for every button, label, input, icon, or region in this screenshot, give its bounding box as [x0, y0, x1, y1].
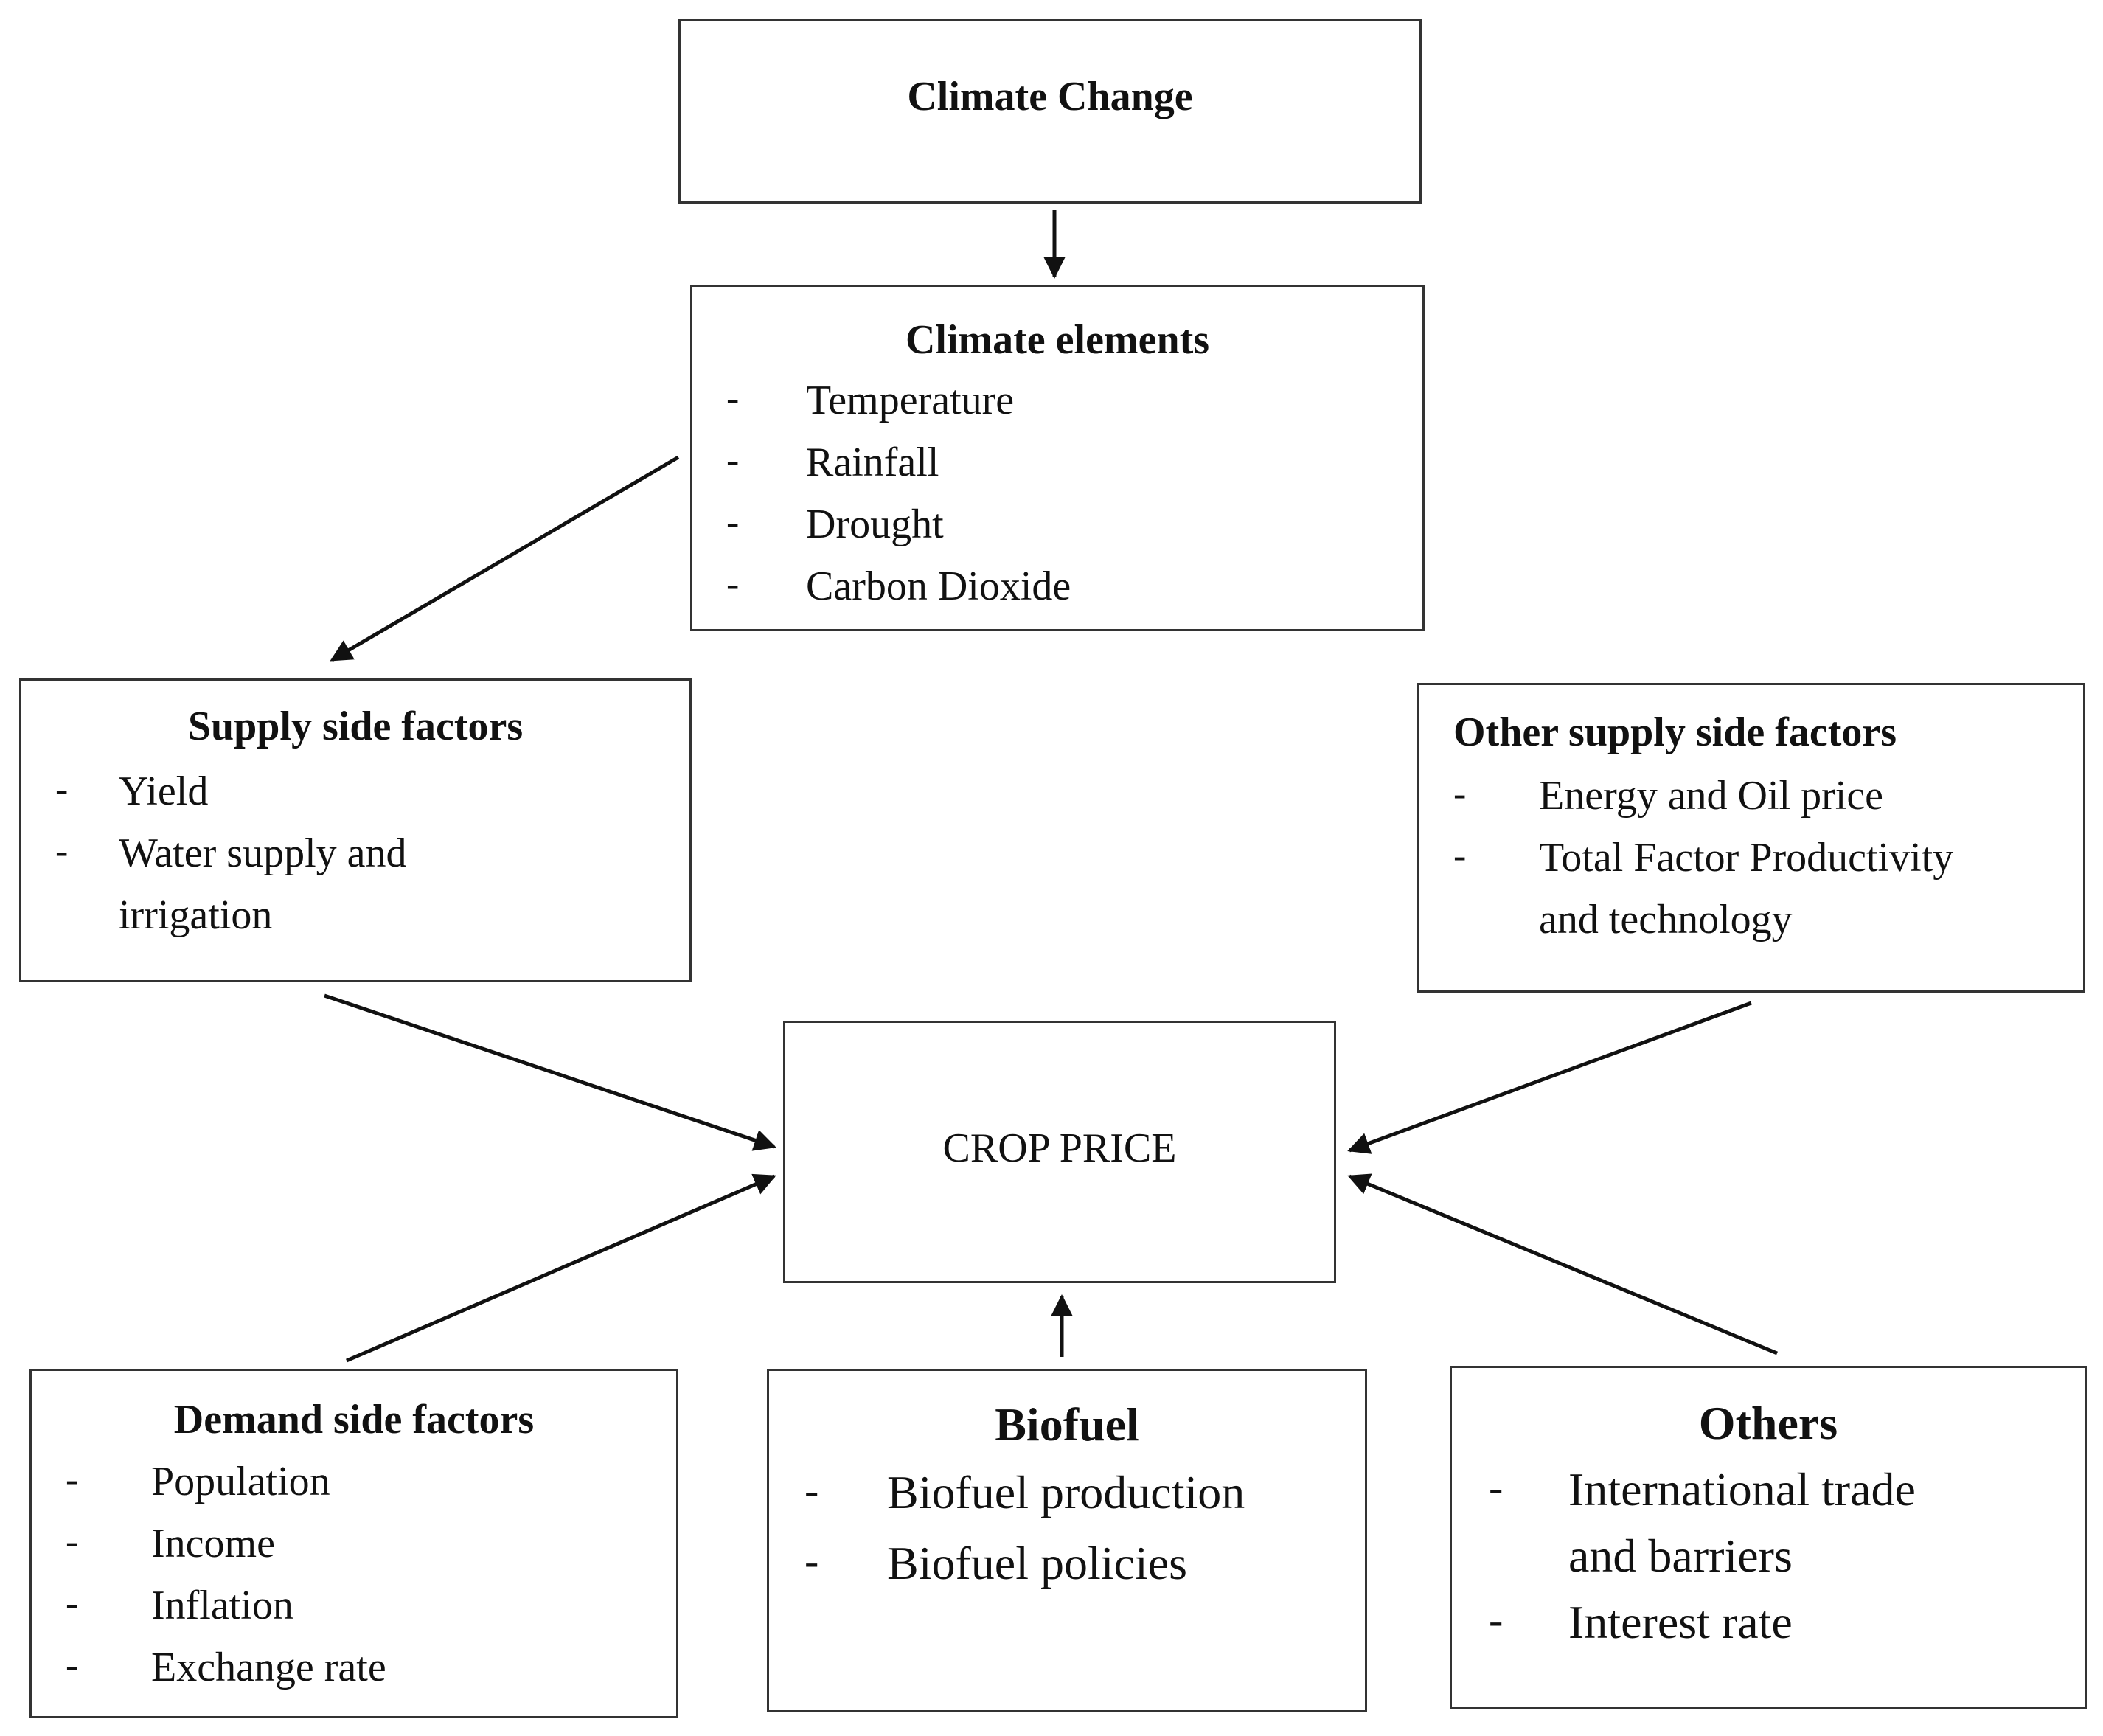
others-title: Others [1698, 1397, 1838, 1449]
climate-change-title: Climate Change [907, 74, 1193, 119]
other-supply-side-box: Other supply side factors - Energy and O… [1417, 683, 2085, 993]
demand-side-box: Demand side factors - Population - Incom… [29, 1369, 678, 1718]
biofuel-title: Biofuel [995, 1398, 1139, 1451]
climate-elements-title: Climate elements [905, 317, 1210, 363]
arrow-elements-to-supply [330, 455, 680, 662]
demand-side-title: Demand side factors [173, 1397, 535, 1442]
others-box: Others - International trade and barrier… [1450, 1366, 2087, 1709]
climate-change-box: Climate Change [678, 19, 1422, 204]
biofuel-box: Biofuel - Biofuel production - Biofuel p… [767, 1369, 1367, 1712]
other-supply-side-title: Other supply side factors [1453, 709, 1897, 755]
crop-price-title: CROP PRICE [942, 1125, 1177, 1171]
arrow-demand-to-crop-price [346, 1173, 776, 1363]
supply-side-title: Supply side factors [187, 704, 524, 749]
climate-elements-box: Climate elements - Temperature - Rainfal… [690, 285, 1425, 631]
crop-price-box: CROP PRICE [783, 1021, 1336, 1283]
arrow-supply-to-crop-price [324, 993, 776, 1151]
arrow-others-to-crop-price [1347, 1173, 1778, 1355]
supply-side-box: Supply side factors - Yield - Water supp… [19, 678, 692, 982]
arrow-other-supply-to-crop-price [1347, 1001, 1752, 1154]
